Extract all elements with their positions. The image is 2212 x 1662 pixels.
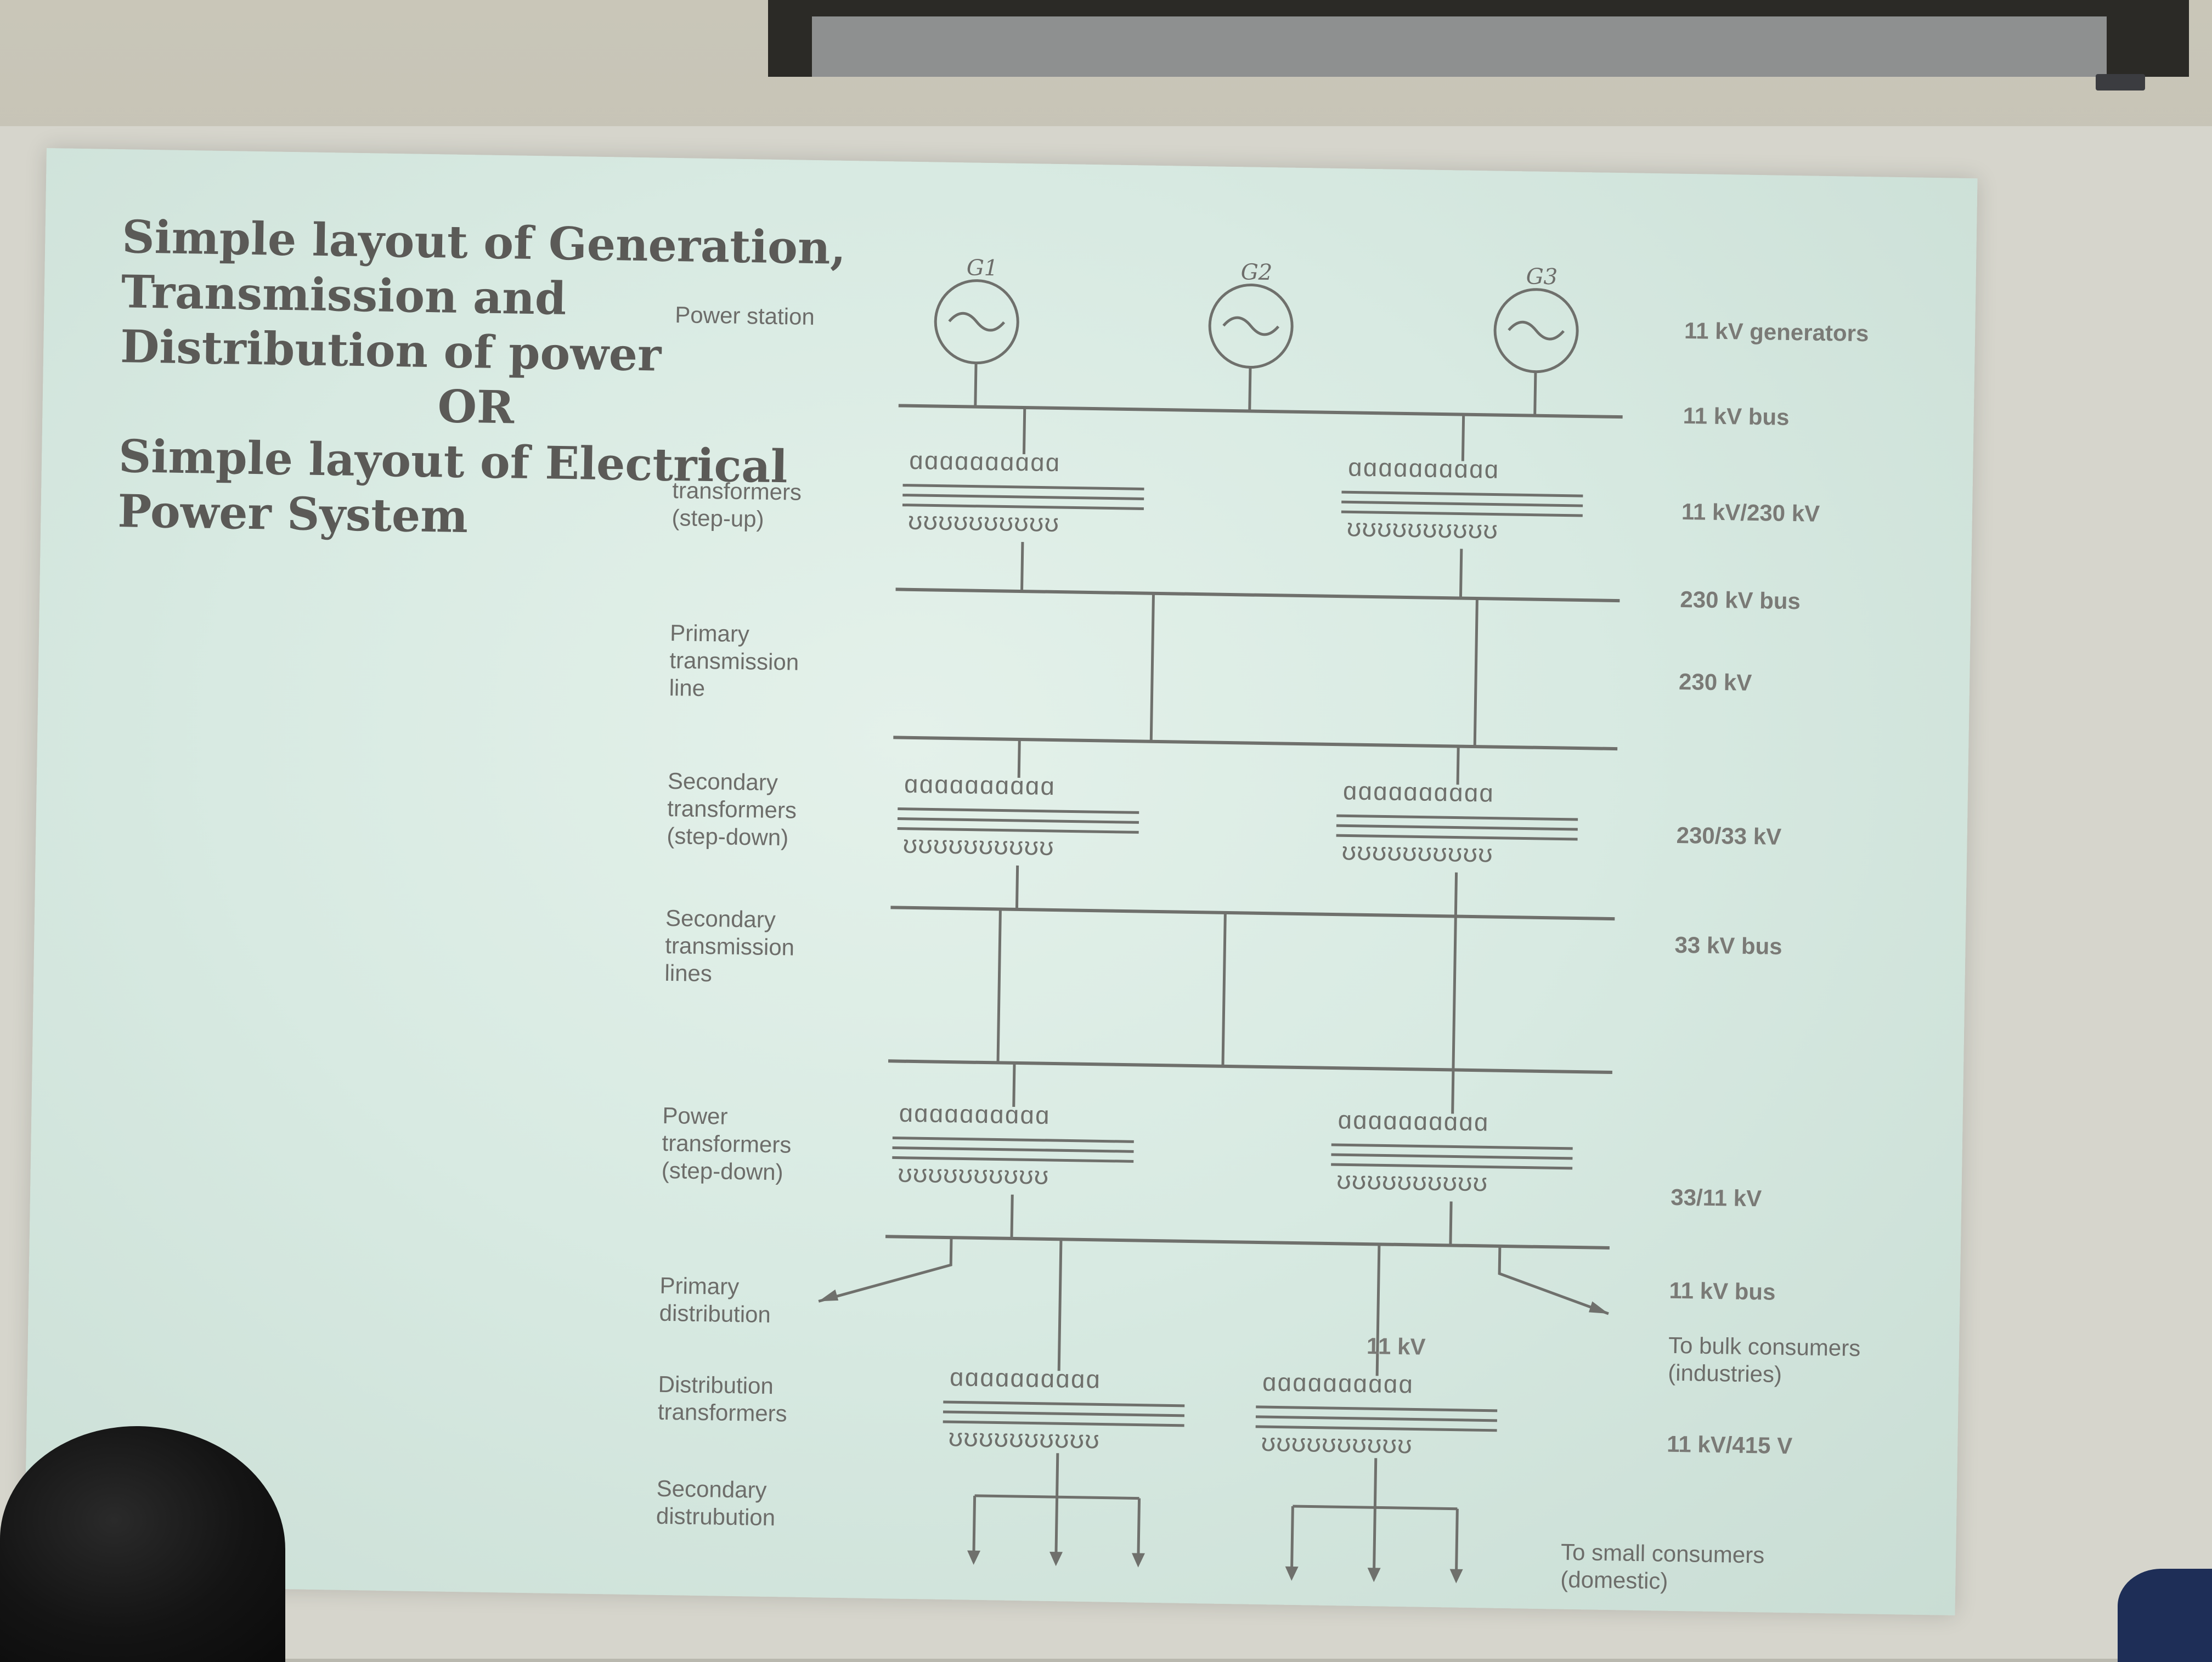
svg-text:ʊʊʊʊʊʊʊʊʊʊ: ʊʊʊʊʊʊʊʊʊʊ [948, 1425, 1100, 1456]
label-secondary-distribution: distrubution [656, 1503, 776, 1530]
whiteboard-surface [812, 16, 2107, 77]
svg-text:ʊʊʊʊʊʊʊʊʊʊ: ʊʊʊʊʊʊʊʊʊʊ [907, 508, 1059, 539]
svg-text:ʊʊʊʊʊʊʊʊʊʊ: ʊʊʊʊʊʊʊʊʊʊ [1336, 1168, 1488, 1199]
distribution-transformer: ɑɑɑɑɑɑɑɑɑɑ ʊʊʊʊʊʊʊʊʊʊ [943, 1365, 1185, 1456]
label-distribution-transformers: Distribution [658, 1371, 774, 1399]
audience-shoulder [2118, 1569, 2212, 1662]
label-step-up: transformers [672, 477, 802, 505]
svg-text:ɑɑɑɑɑɑɑɑɑɑ: ɑɑɑɑɑɑɑɑɑɑ [1261, 1370, 1413, 1400]
projected-slide: Simple layout of Generation, Transmissio… [24, 148, 1978, 1615]
label-secondary-transformers: Secondary [668, 768, 778, 795]
whiteboard-tag [2096, 74, 2145, 91]
bus-33kv-receiving [888, 1059, 1612, 1075]
label-primary-distribution: Primary [659, 1273, 739, 1299]
label-secondary-transformers: (step-down) [667, 823, 788, 850]
step-up-transformer: ɑɑɑɑɑɑɑɑɑɑ ʊʊʊʊʊʊʊʊʊʊ [1341, 455, 1583, 546]
generator-g3: G3 [1493, 264, 1579, 416]
label-primary-transmission: Primary [670, 620, 749, 647]
audience-head [0, 1426, 285, 1662]
primary-distribution-arrow [818, 1237, 953, 1303]
label-secondary-transformers: transformers [667, 795, 797, 823]
label-11kv-bus: 11 kV bus [1683, 403, 1789, 430]
svg-text:ɑɑɑɑɑɑɑɑɑɑ: ɑɑɑɑɑɑɑɑɑɑ [1342, 778, 1494, 809]
label-power-transformers: Power [662, 1103, 728, 1129]
svg-text:ʊʊʊʊʊʊʊʊʊʊ: ʊʊʊʊʊʊʊʊʊʊ [902, 832, 1054, 863]
label-230kv-bus: 230 kV bus [1680, 586, 1801, 614]
label-secondary-lines: Secondary [665, 905, 776, 932]
label-11kv-415v: 11 kV/415 V [1667, 1431, 1793, 1459]
power-transformer: ɑɑɑɑɑɑɑɑɑɑ ʊʊʊʊʊʊʊʊʊʊ [892, 1101, 1134, 1192]
svg-text:ʊʊʊʊʊʊʊʊʊʊ: ʊʊʊʊʊʊʊʊʊʊ [897, 1161, 1049, 1192]
label-primary-distribution: distribution [659, 1300, 771, 1327]
label-power-transformers: (step-down) [662, 1157, 783, 1185]
generator-g2: G2 [1208, 259, 1294, 411]
label-11kv-generators: 11 kV generators [1684, 318, 1869, 346]
generator-g1: G1 [934, 255, 1019, 407]
secondary-transformer: ɑɑɑɑɑɑɑɑɑɑ ʊʊʊʊʊʊʊʊʊʊ [1336, 778, 1578, 870]
bus-33kv [890, 906, 1615, 921]
step-up-transformer: ɑɑɑɑɑɑɑɑɑɑ ʊʊʊʊʊʊʊʊʊʊ [902, 448, 1144, 539]
label-33kv-bus: 33 kV bus [1674, 932, 1782, 959]
label-230kv: 230 kV [1679, 669, 1752, 696]
generator-label: G2 [1240, 259, 1272, 285]
label-11kv-bus-distribution: 11 kV bus [1669, 1277, 1775, 1305]
bus-230kv [895, 587, 1620, 603]
label-small-consumers: (domestic) [1560, 1567, 1668, 1594]
label-bulk-consumers: To bulk consumers [1668, 1332, 1861, 1361]
generator-label: G3 [1526, 264, 1558, 290]
label-33-11kv: 33/11 kV [1671, 1184, 1762, 1212]
power-transformer: ɑɑɑɑɑɑɑɑɑɑ ʊʊʊʊʊʊʊʊʊʊ [1331, 1107, 1573, 1199]
label-distribution-transformers: transformers [658, 1399, 787, 1427]
svg-text:ʊʊʊʊʊʊʊʊʊʊ: ʊʊʊʊʊʊʊʊʊʊ [1261, 1430, 1413, 1461]
label-power-station: Power station [675, 302, 815, 330]
bus-230kv-receiving [893, 736, 1618, 751]
bus-11kv [898, 404, 1623, 419]
bus-11kv-distribution [885, 1235, 1610, 1250]
bulk-consumer-arrow [1498, 1246, 1609, 1315]
secondary-feeders-right [1285, 1458, 1463, 1584]
svg-text:ɑɑɑɑɑɑɑɑɑɑ: ɑɑɑɑɑɑɑɑɑɑ [898, 1101, 1050, 1132]
label-primary-transmission: transmission [669, 647, 799, 675]
label-11kv-feeder: 11 kV [1367, 1333, 1426, 1360]
svg-text:ɑɑɑɑɑɑɑɑɑɑ: ɑɑɑɑɑɑɑɑɑɑ [1337, 1107, 1489, 1138]
svg-text:ʊʊʊʊʊʊʊʊʊʊ: ʊʊʊʊʊʊʊʊʊʊ [1341, 839, 1493, 869]
label-bulk-consumers: (industries) [1668, 1360, 1782, 1387]
label-step-up: (step-up) [672, 505, 764, 532]
label-step-up-ratio: 11 kV/230 kV [1681, 499, 1820, 527]
label-230-33kv: 230/33 kV [1676, 822, 1781, 850]
label-power-transformers: transformers [662, 1130, 791, 1158]
label-primary-transmission: line [669, 675, 705, 701]
secondary-feeders-left [967, 1453, 1146, 1568]
label-small-consumers: To small consumers [1561, 1539, 1765, 1568]
distribution-transformer: ɑɑɑɑɑɑɑɑɑɑ ʊʊʊʊʊʊʊʊʊʊ [1255, 1370, 1498, 1461]
generator-label: G1 [966, 255, 998, 281]
svg-text:ɑɑɑɑɑɑɑɑɑɑ: ɑɑɑɑɑɑɑɑɑɑ [909, 448, 1060, 479]
label-secondary-lines: transmission [665, 932, 794, 960]
label-secondary-lines: lines [664, 960, 712, 986]
power-system-diagram: G1 G2 G3 ɑɑɑɑɑɑɑɑɑɑ ʊʊʊʊʊʊʊʊʊʊ [656, 255, 1869, 1594]
svg-text:ʊʊʊʊʊʊʊʊʊʊ: ʊʊʊʊʊʊʊʊʊʊ [1346, 515, 1498, 546]
svg-text:ɑɑɑɑɑɑɑɑɑɑ: ɑɑɑɑɑɑɑɑɑɑ [949, 1365, 1101, 1395]
secondary-transformer: ɑɑɑɑɑɑɑɑɑɑ ʊʊʊʊʊʊʊʊʊʊ [897, 772, 1139, 863]
svg-text:ɑɑɑɑɑɑɑɑɑɑ: ɑɑɑɑɑɑɑɑɑɑ [904, 772, 1056, 802]
svg-text:ɑɑɑɑɑɑɑɑɑɑ: ɑɑɑɑɑɑɑɑɑɑ [1347, 455, 1499, 485]
label-secondary-distribution: Secondary [656, 1476, 767, 1503]
